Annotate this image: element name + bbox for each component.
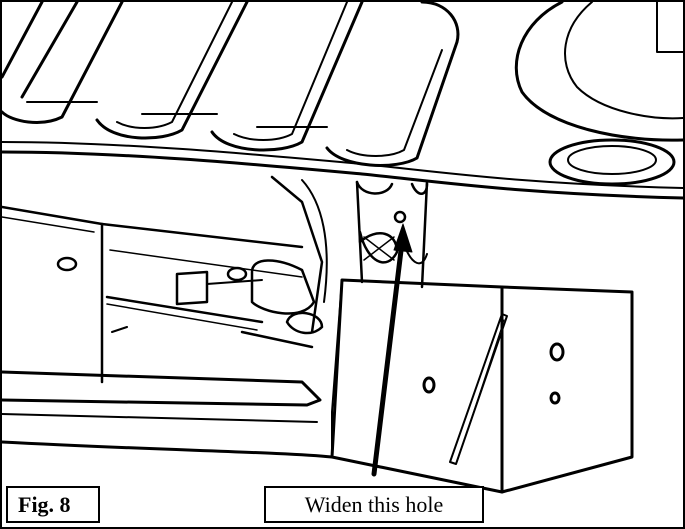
pry-tool <box>449 313 508 465</box>
grille-slots <box>2 2 460 167</box>
callout-label: Widen this hole <box>264 486 484 523</box>
hole-to-widen <box>393 210 407 224</box>
bumper-edge <box>2 370 334 459</box>
radiator-support <box>2 175 328 384</box>
arrow-head-icon <box>393 223 413 253</box>
callout-arrow <box>371 223 413 477</box>
figure-label: Fig. 8 <box>6 486 100 523</box>
bumper-end-panel <box>330 278 634 494</box>
mounting-bracket <box>355 180 429 289</box>
headlamp-housing <box>514 2 683 186</box>
